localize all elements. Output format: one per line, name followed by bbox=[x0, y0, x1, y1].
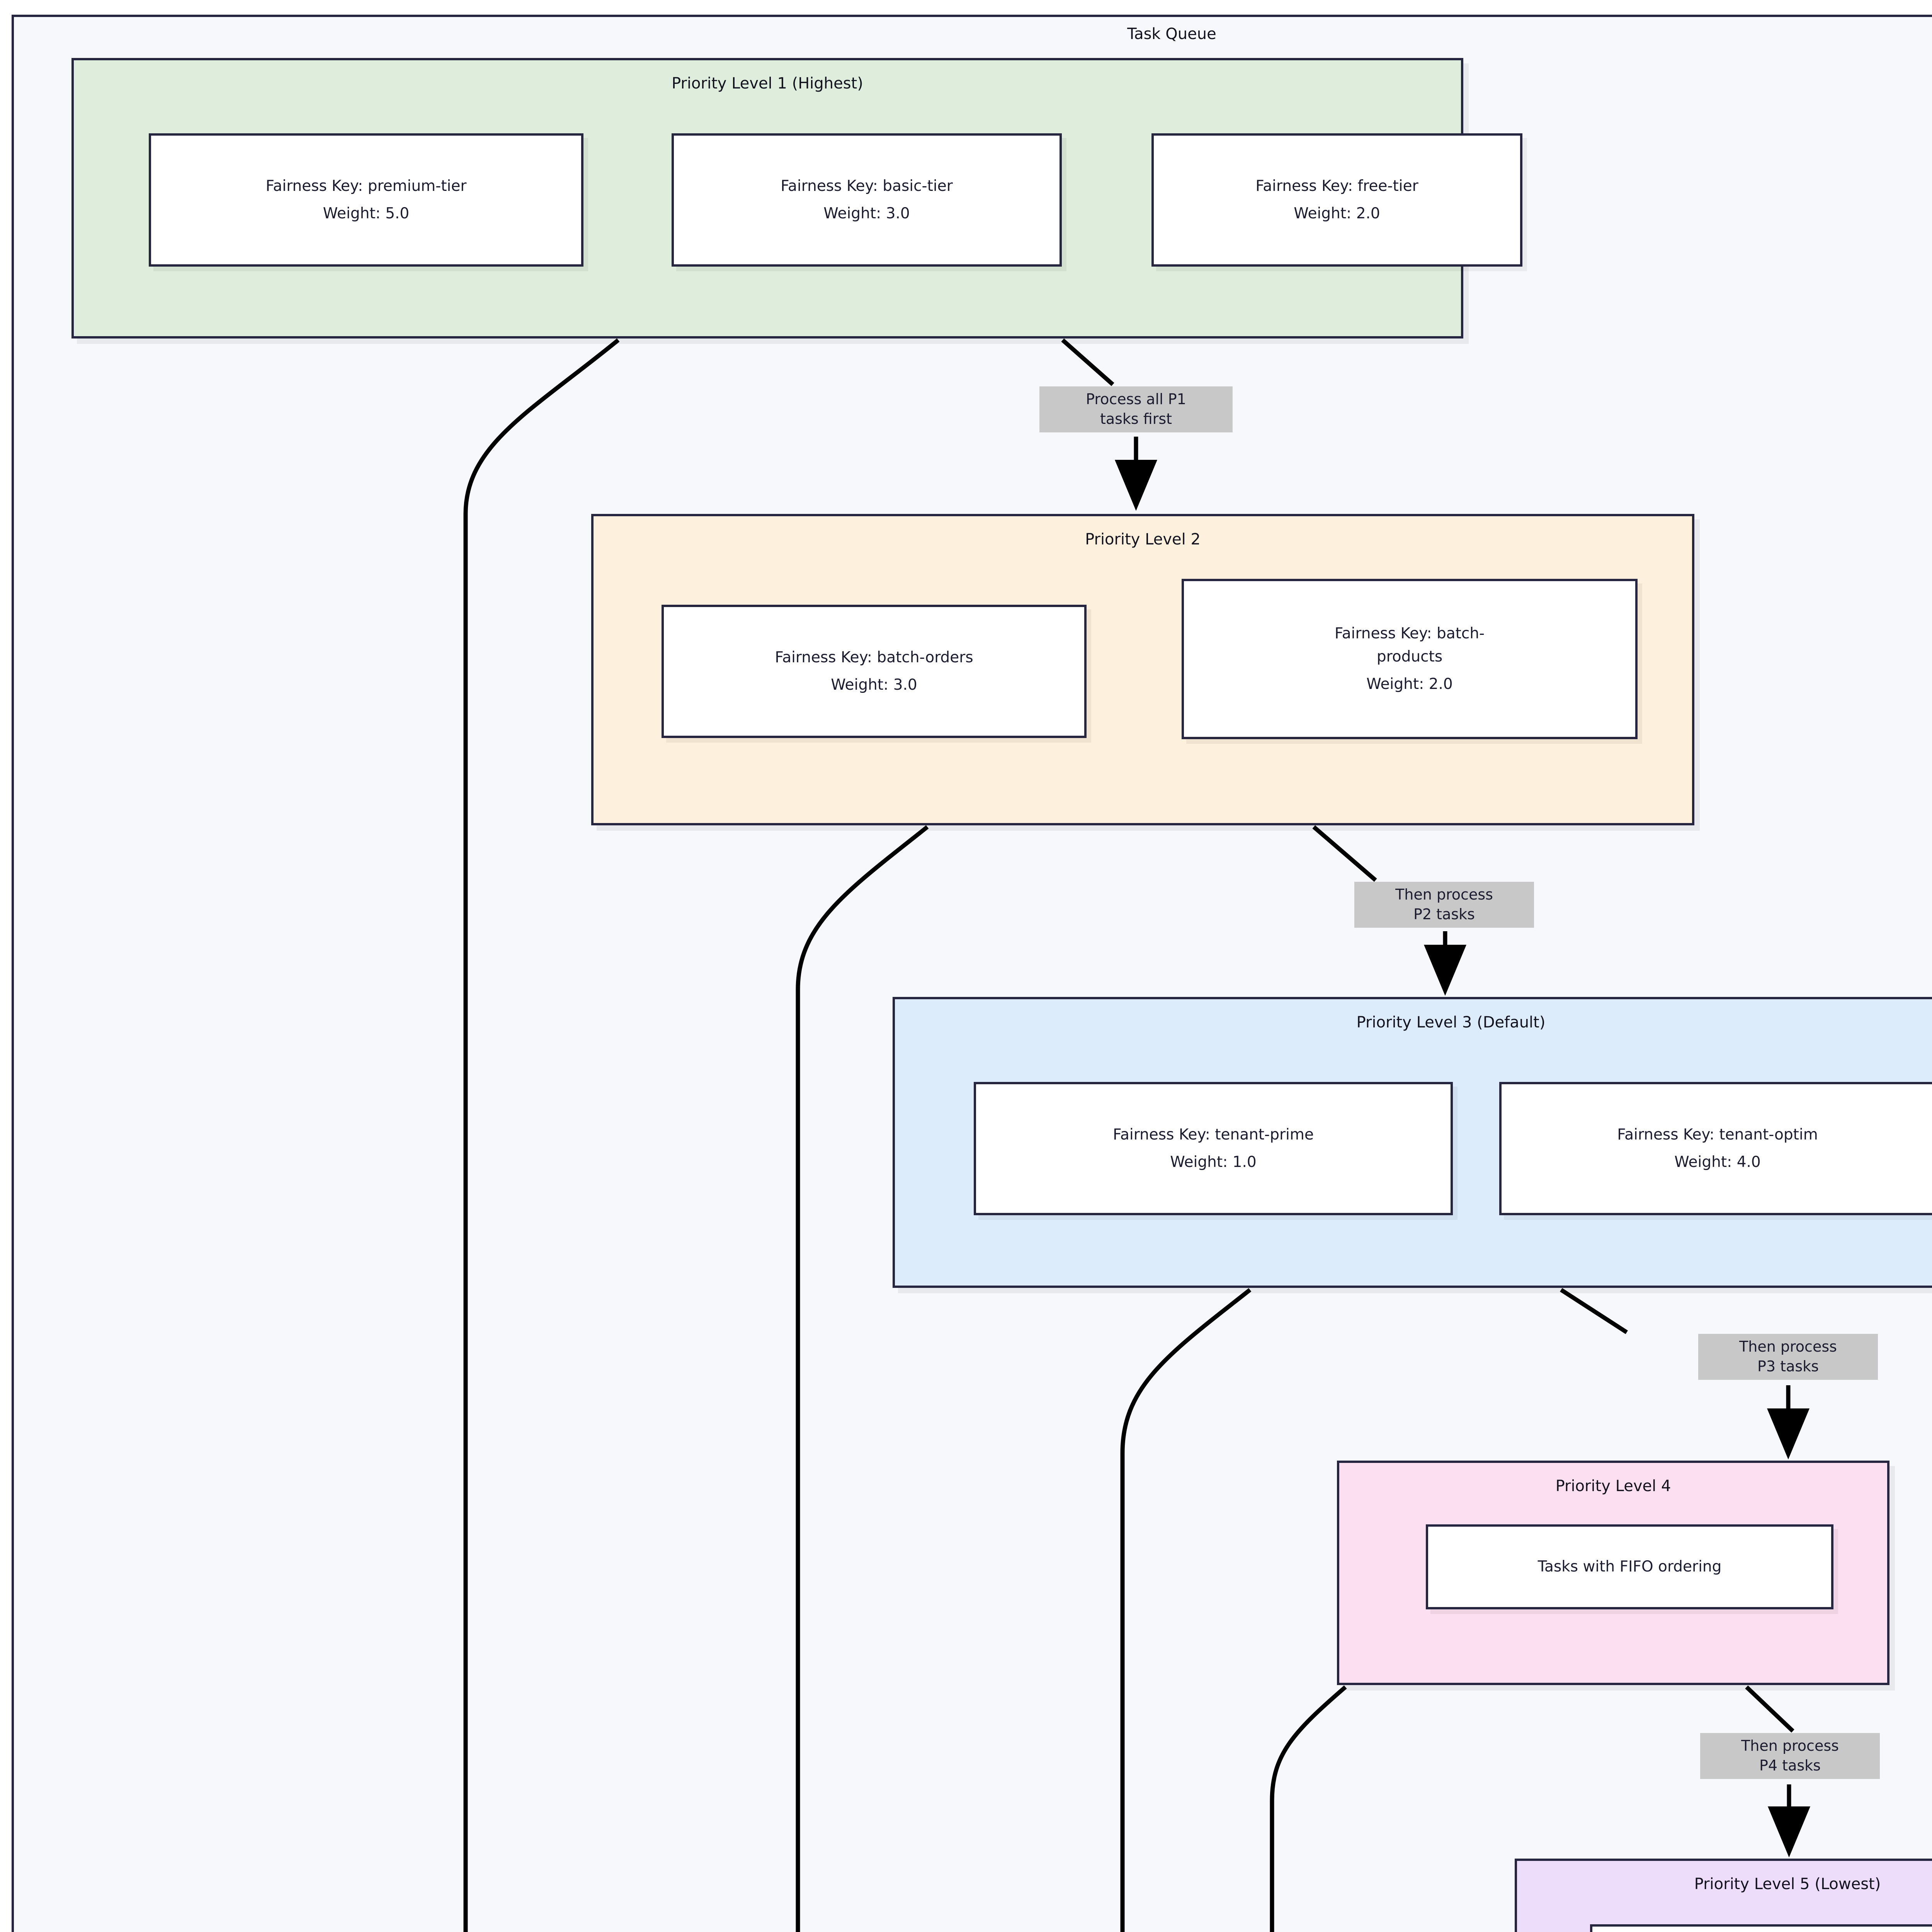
cluster-priority-level-5[interactable]: Priority Level 5 (Lowest) bbox=[1515, 1859, 1932, 1932]
edge-label-p3-to-p4: Then process P3 tasks bbox=[1698, 1334, 1878, 1380]
fairness-key-card-premium-tier[interactable]: Fairness Key: premium-tier Weight: 5.0 bbox=[149, 133, 583, 267]
priority-level-1-title: Priority Level 1 (Highest) bbox=[672, 75, 863, 92]
fairness-key-card-basic-tier[interactable]: Fairness Key: basic-tier Weight: 3.0 bbox=[672, 133, 1062, 267]
weight-label: Weight: 2.0 bbox=[1294, 204, 1380, 222]
fairness-key-card-tenant-prime[interactable]: Fairness Key: tenant-prime Weight: 1.0 bbox=[974, 1082, 1453, 1215]
fairness-key-label: Fairness Key: basic-tier bbox=[781, 177, 953, 195]
weight-label: Weight: 4.0 bbox=[1674, 1153, 1761, 1171]
fifo-tasks-card-p4[interactable]: Tasks with FIFO ordering bbox=[1426, 1524, 1833, 1609]
edge-label-p2-to-p3: Then process P2 tasks bbox=[1354, 882, 1534, 928]
weight-label: Weight: 3.0 bbox=[831, 676, 917, 694]
fairness-key-card-batch-orders[interactable]: Fairness Key: batch-orders Weight: 3.0 bbox=[662, 605, 1087, 738]
fairness-key-card-free-tier[interactable]: Fairness Key: free-tier Weight: 2.0 bbox=[1151, 133, 1522, 267]
weight-label: Weight: 3.0 bbox=[823, 204, 910, 222]
fairness-key-label: Fairness Key: tenant-optim bbox=[1617, 1126, 1818, 1144]
weight-label: Weight: 5.0 bbox=[323, 204, 410, 222]
fairness-key-label: Fairness Key: free-tier bbox=[1255, 177, 1418, 195]
edge-label-p1-to-p2: Process all P1 tasks first bbox=[1039, 386, 1233, 432]
fairness-key-label: Fairness Key: batch- products bbox=[1334, 624, 1485, 666]
weight-label: Weight: 1.0 bbox=[1170, 1153, 1257, 1171]
weight-label: Weight: 2.0 bbox=[1366, 675, 1453, 693]
fairness-key-label: Fairness Key: batch-orders bbox=[775, 649, 973, 667]
priority-level-5-title: Priority Level 5 (Lowest) bbox=[1694, 1875, 1881, 1893]
fairness-key-label: Fairness Key: premium-tier bbox=[265, 177, 467, 195]
priority-level-3-title: Priority Level 3 (Default) bbox=[1356, 1014, 1546, 1031]
fairness-key-label: Fairness Key: tenant-prime bbox=[1113, 1126, 1314, 1144]
task-queue-title: Task Queue bbox=[1127, 25, 1216, 43]
priority-level-2-title: Priority Level 2 bbox=[1085, 531, 1201, 548]
fairness-key-card-tenant-optim[interactable]: Fairness Key: tenant-optim Weight: 4.0 bbox=[1499, 1082, 1932, 1215]
fifo-label: Tasks with FIFO ordering bbox=[1537, 1558, 1722, 1575]
fairness-key-card-batch-products[interactable]: Fairness Key: batch- products Weight: 2.… bbox=[1182, 579, 1638, 739]
fifo-tasks-card-p5[interactable]: Tasks with FIFO ordering bbox=[1590, 1924, 1932, 1932]
priority-level-4-title: Priority Level 4 bbox=[1555, 1477, 1671, 1495]
edge-label-p4-to-p5: Then process P4 tasks bbox=[1700, 1733, 1880, 1779]
